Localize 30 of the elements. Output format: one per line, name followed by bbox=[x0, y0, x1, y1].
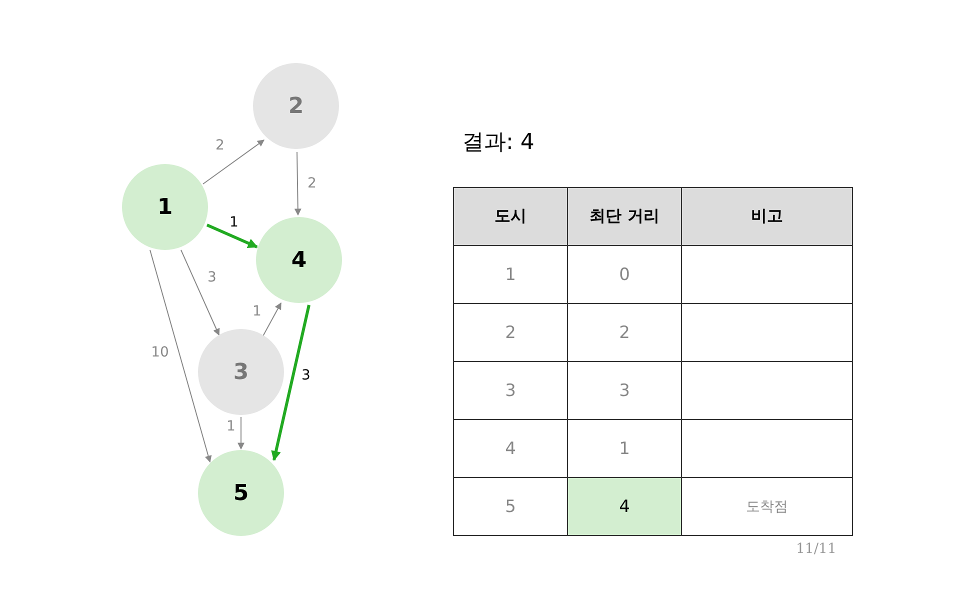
arrow bbox=[206, 224, 258, 248]
header-cell: 비고 bbox=[682, 188, 852, 246]
table-cell: 3 bbox=[568, 362, 682, 420]
node-label: 4 bbox=[291, 248, 307, 272]
table-cell: 도착점 bbox=[682, 478, 852, 536]
arrow bbox=[294, 152, 302, 216]
arrow bbox=[262, 302, 282, 336]
table-cell: 3 bbox=[454, 362, 568, 420]
table-cell: 1 bbox=[568, 420, 682, 478]
table-cell: 0 bbox=[568, 246, 682, 304]
header-cell: 도시 bbox=[454, 188, 568, 246]
arrow bbox=[150, 250, 212, 463]
page-number: 11/11 bbox=[796, 541, 836, 557]
table-cell: 5 bbox=[454, 478, 568, 536]
arrow bbox=[271, 304, 310, 461]
arrow bbox=[202, 140, 265, 184]
header-cell: 최단 거리 bbox=[568, 188, 682, 246]
node-label: 2 bbox=[288, 94, 304, 118]
arrow bbox=[238, 416, 244, 450]
graph-node bbox=[198, 329, 284, 415]
table-cell: 1 bbox=[454, 246, 568, 304]
table-cell: 2 bbox=[454, 304, 568, 362]
arrow bbox=[180, 250, 220, 336]
table-cell: 2 bbox=[568, 304, 682, 362]
result-heading: 결과: 4 bbox=[462, 129, 534, 157]
table-cell: 4 bbox=[454, 420, 568, 478]
node-label: 5 bbox=[233, 480, 249, 506]
table-cell: 4 bbox=[568, 478, 682, 536]
node-label: 1 bbox=[157, 194, 173, 220]
node-label: 3 bbox=[233, 360, 249, 384]
